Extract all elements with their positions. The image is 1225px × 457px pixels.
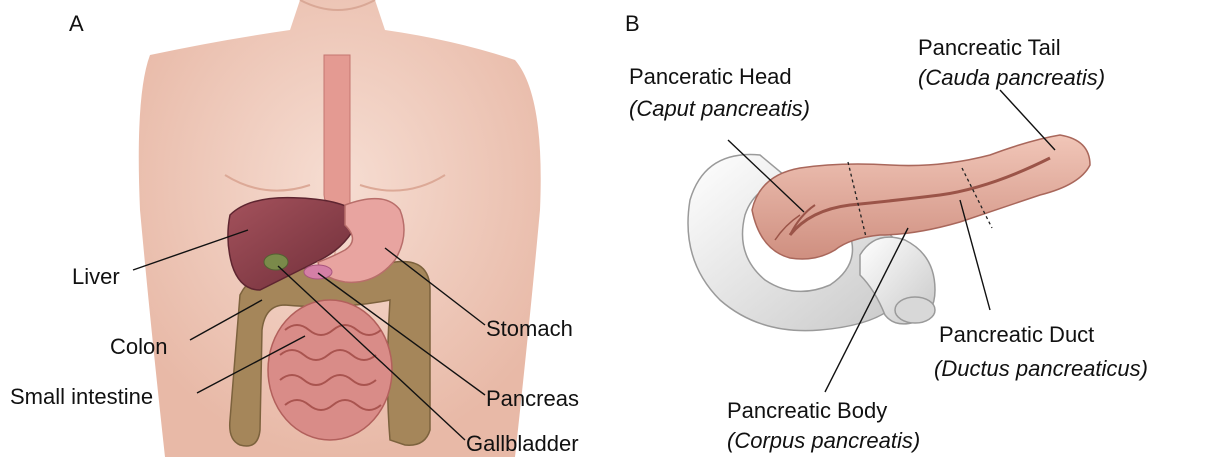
pancreas-label: Pancreas xyxy=(486,386,579,412)
pancreatic-duct-latin: (Ductus pancreaticus) xyxy=(934,356,1148,382)
pancreatic-body-latin: (Corpus pancreatis) xyxy=(727,428,920,454)
pancreatic-tail-latin: (Cauda pancreatis) xyxy=(918,65,1105,91)
gallbladder xyxy=(264,254,288,270)
pancreatic-duct-label: Pancreatic Duct xyxy=(939,322,1094,348)
small-intestine-label: Small intestine xyxy=(10,384,153,410)
esophagus xyxy=(324,55,350,212)
pancreatic-tail-label: Pancreatic Tail xyxy=(918,35,1061,61)
small-intestine xyxy=(268,300,392,440)
stomach-label: Stomach xyxy=(486,316,573,342)
pancreas xyxy=(304,265,332,279)
colon-label: Colon xyxy=(110,334,167,360)
panel-a-letter: A xyxy=(69,11,84,37)
gallbladder-label: Gallbladder xyxy=(466,431,579,457)
pancreatic-head-latin: (Caput pancreatis) xyxy=(629,96,810,122)
panel-b-letter: B xyxy=(625,11,640,37)
pancreatic-body-label: Pancreatic Body xyxy=(727,398,887,424)
pancreatic-head-label: Panceratic Head xyxy=(629,64,792,90)
liver-label: Liver xyxy=(72,264,120,290)
